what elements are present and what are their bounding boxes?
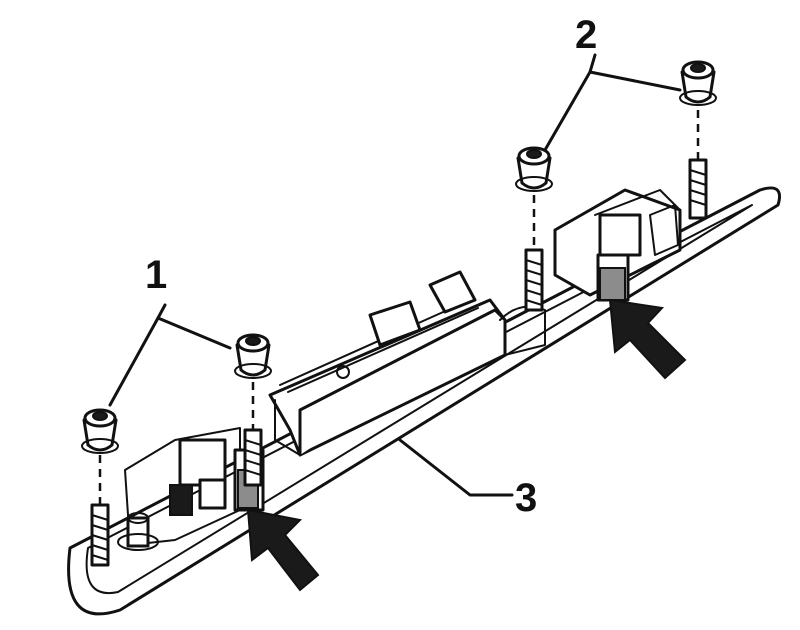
stud-bolt-left	[90, 503, 110, 567]
arrow-left	[246, 508, 320, 592]
nut-right-2	[679, 60, 717, 106]
callout-label-nuts-right: 2	[575, 13, 598, 57]
callout-leaders	[108, 53, 682, 497]
nut-center-2	[515, 146, 553, 192]
arrow-right	[608, 298, 687, 380]
stud-bolt-right	[688, 158, 708, 220]
nut-center-1	[234, 333, 272, 379]
bracket-base-plate	[67, 186, 781, 616]
callout-label-bracket: 3	[515, 476, 538, 520]
stud-bolt-center-right	[524, 248, 544, 312]
callout-label-nuts-left: 1	[145, 253, 168, 297]
right-mount	[553, 188, 682, 302]
nut-left-1	[81, 408, 119, 454]
center-housing	[268, 270, 546, 457]
assembly-guide-lines	[98, 110, 700, 505]
left-mount	[117, 427, 265, 551]
stud-bolt-center-left	[243, 428, 263, 487]
